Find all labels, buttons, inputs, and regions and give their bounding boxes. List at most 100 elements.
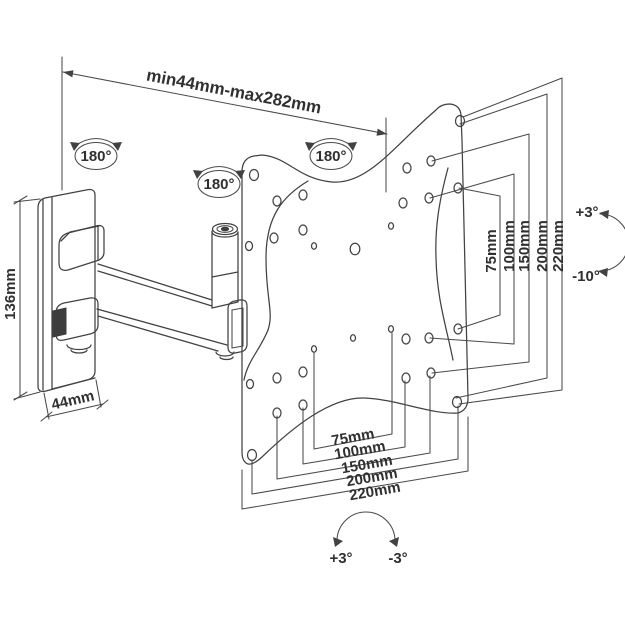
mounting-hole	[398, 197, 408, 209]
mounting-hole	[426, 155, 436, 167]
arm-bottom-face	[97, 315, 219, 352]
mounting-hole	[244, 240, 254, 252]
level-minus-label: -3°	[388, 550, 407, 567]
mounting-hole	[387, 222, 395, 230]
bracket-depth-label: 44mm	[50, 387, 96, 413]
dim-bracket-75	[313, 332, 393, 450]
mounting-hole	[298, 189, 308, 201]
lower-pivot-inner	[231, 307, 244, 349]
lower-pivot-cap	[215, 351, 235, 357]
upper-hinge-top-face	[60, 225, 100, 242]
tilt-down-label: -10°	[572, 268, 600, 285]
vesa-height-label: 150mm	[516, 220, 533, 272]
lower-hinge-cap	[66, 344, 92, 351]
center-hole	[349, 242, 361, 256]
extension-line	[95, 379, 102, 408]
arrowhead-left-icon	[63, 70, 74, 78]
mounting-hole	[453, 323, 463, 335]
mounting-hole	[298, 224, 308, 236]
dimension-line	[62, 71, 388, 135]
plate-outline	[241, 103, 469, 465]
mounting-hole	[401, 333, 411, 345]
mounting-hole	[401, 372, 411, 384]
swivel-symbol-wall: 180°	[70, 137, 122, 171]
vesa-height-label: 200mm	[534, 220, 551, 272]
vesa-height-label: 220mm	[550, 220, 567, 272]
dimension-line	[45, 403, 104, 418]
rotation-ellipse	[74, 141, 118, 171]
mounting-hole	[453, 182, 463, 194]
tilt-arc	[599, 213, 625, 272]
arrowhead-icon	[333, 537, 343, 547]
dim-bracket-150	[431, 133, 530, 374]
articulating-arm	[96, 263, 228, 352]
pivot-screw-icon	[220, 226, 230, 232]
lower-hinge-slot	[52, 307, 67, 338]
arrowhead-icon	[599, 210, 609, 219]
vesa-horizontal-dimensions: 75mm 100mm 150mm 200mm 220mm	[241, 332, 469, 510]
vesa-plate	[241, 103, 469, 465]
arrowhead-icon	[70, 142, 80, 151]
mounting-hole	[402, 162, 412, 174]
mounting-hole	[424, 192, 434, 204]
lower-pivot-cap	[219, 356, 234, 361]
arm-top-edge	[97, 263, 213, 301]
arrowhead-icon	[305, 142, 315, 151]
pivot-seam	[211, 301, 239, 309]
arrowhead-icon	[112, 142, 122, 151]
dim-bracket-200	[251, 405, 459, 495]
dim-bracket-150	[276, 375, 431, 480]
wall-bracket-bottom-face	[51, 377, 96, 390]
elbow-pivot	[211, 222, 248, 361]
arrowhead-right-icon	[376, 128, 387, 136]
wall-bracket	[37, 188, 105, 393]
mounting-hole	[272, 372, 282, 384]
mounting-hole	[310, 242, 318, 250]
arrowhead-icon	[598, 268, 608, 277]
pivot-seam	[211, 271, 239, 278]
vesa-height-label: 75mm	[483, 229, 500, 272]
arm-extension-label: min44mm-max282mm	[145, 66, 323, 118]
level-arc	[336, 511, 396, 542]
dim-bracket-100	[429, 173, 515, 345]
lower-pivot-block	[227, 299, 248, 354]
dimension-tick	[13, 195, 28, 205]
mounting-hole	[272, 195, 282, 207]
dim-bracket-200	[455, 93, 548, 399]
dim-bracket-220	[241, 416, 469, 510]
swivel-angle-label: 180°	[80, 148, 111, 165]
arrowhead-icon	[389, 537, 399, 547]
lower-hinge-block	[55, 297, 99, 341]
mounting-hole	[387, 325, 395, 333]
tilt-indicator: +3° -10°	[572, 204, 625, 285]
dim-bracket-220	[458, 77, 563, 405]
mounting-hole	[248, 168, 260, 182]
rotation-ellipse	[197, 169, 241, 199]
tilt-up-label: +3°	[575, 204, 598, 221]
dimension-tick	[13, 391, 28, 401]
dimension-tick	[96, 399, 109, 410]
arrowhead-icon	[347, 142, 357, 151]
dim-bracket-100	[302, 380, 406, 465]
swivel-angle-label: 180°	[203, 176, 234, 193]
swivel-symbol-elbow: 180°	[193, 165, 245, 199]
mounting-hole	[349, 334, 357, 342]
dimension-arm-extension: min44mm-max282mm	[61, 56, 388, 193]
mounting-hole	[269, 232, 279, 244]
upper-hinge-block	[58, 224, 105, 271]
vesa-vertical-dimensions: 75mm 100mm 150mm 200mm 220mm	[429, 77, 567, 405]
rotation-ellipse	[309, 141, 353, 171]
dimension-bracket-height: 136mm	[2, 195, 41, 401]
pivot-cap-rim	[216, 225, 234, 233]
arrowhead-icon	[193, 170, 203, 179]
pivot-collar	[211, 231, 239, 238]
mounting-hole	[246, 448, 258, 462]
swivel-angle-label: 180°	[315, 148, 346, 165]
arrowhead-icon	[235, 170, 245, 179]
mounting-hole	[454, 114, 466, 128]
plate-left-crease	[243, 180, 309, 381]
level-adjust-indicator: +3° -3°	[329, 511, 408, 567]
pivot-cap	[211, 222, 239, 236]
